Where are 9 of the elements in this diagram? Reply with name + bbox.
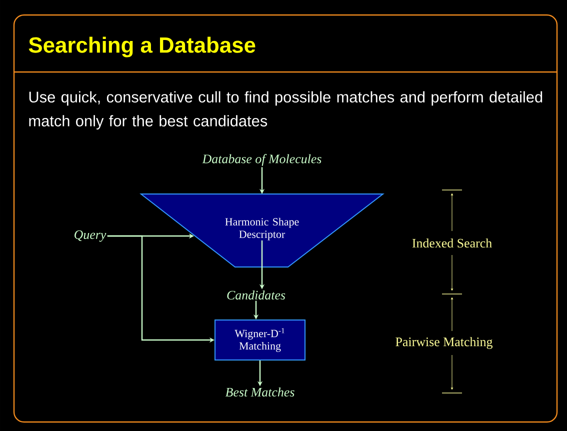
flow-label: Best Matches: [225, 387, 294, 397]
flow-label: Query: [74, 230, 106, 242]
flow-label: Database of Molecules: [202, 154, 322, 166]
dimension-label: Pairwise Matching: [394, 336, 494, 350]
process-box: Wigner-D$^{-1}$ Matching: [214, 320, 306, 360]
dimension-label: Indexed Search: [410, 237, 494, 249]
description-text: Use quick, conservative cull to find possible matches and perform detailed match only for the best candidates: [29, 91, 542, 130]
slide-title: Searching a Database: [28, 36, 256, 58]
flow-label: Candidates: [227, 290, 286, 300]
